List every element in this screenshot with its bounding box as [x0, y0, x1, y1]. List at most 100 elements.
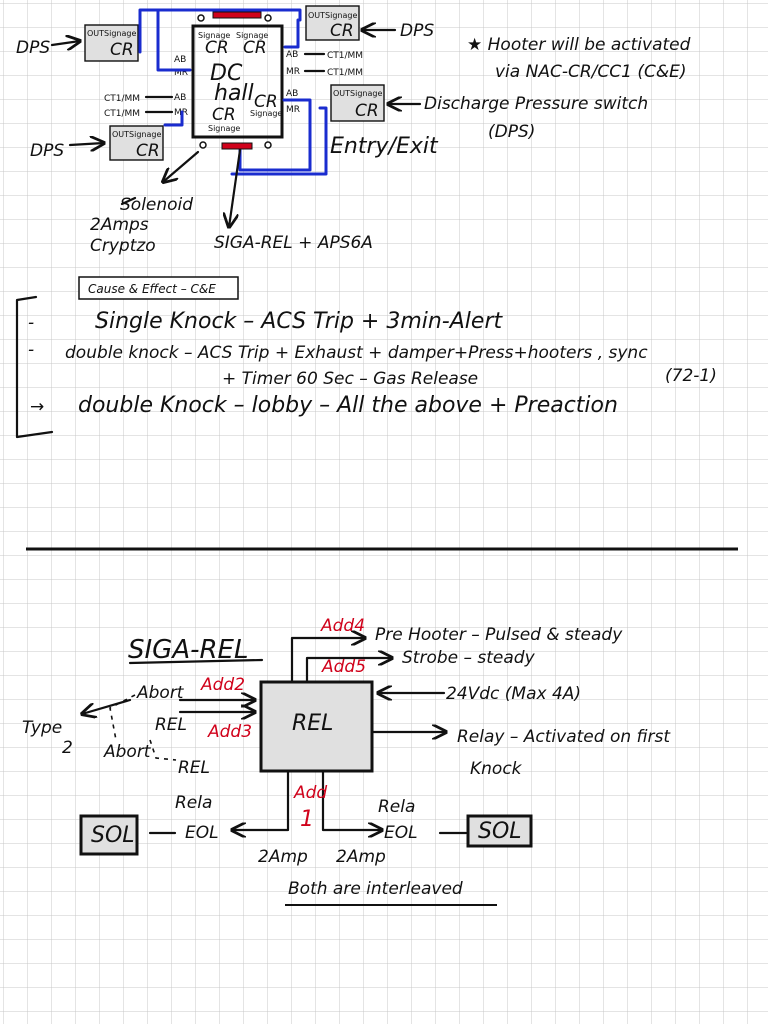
out-signage-label: OUTSignage	[333, 89, 382, 98]
inner-signage-bottom: Signage	[208, 124, 240, 133]
eol-right: EOL	[384, 823, 418, 843]
sol-left-line	[232, 769, 290, 830]
hall-label-dc: DC	[210, 61, 243, 86]
ct1mm-right-top: CT1/MM	[327, 51, 363, 61]
ce-sync-ref: (72-1)	[665, 366, 717, 386]
hall-label-hall: hall	[214, 81, 254, 106]
add1-number: 1	[300, 807, 314, 832]
add2-label: Add2	[200, 675, 245, 695]
ab-left-top: AB	[174, 55, 186, 65]
wire-right-upper	[283, 18, 300, 49]
wire-top	[138, 8, 302, 54]
sol-right-box	[466, 814, 533, 848]
out-signage-cr-top-left	[84, 24, 139, 62]
solenoid-model: Cryptzo	[90, 236, 156, 256]
rel-box	[259, 680, 374, 773]
inner-signage-right: Signage	[236, 31, 268, 40]
pre-hooter-label: Pre Hooter – Pulsed & steady	[375, 625, 623, 645]
mr-right-bottom: MR	[286, 105, 300, 115]
ct1mm-left-top: CT1/MM	[104, 94, 140, 104]
ab-right-top: AB	[286, 50, 298, 60]
out-signage-label: OUTSignage	[87, 29, 136, 38]
inner-cr-left: CR	[205, 38, 229, 58]
mr-left-top: MR	[174, 68, 188, 78]
interleaved-note: Both are interleaved	[288, 879, 463, 899]
wire-left-upper	[156, 8, 192, 72]
out-signage-label: OUTSignage	[308, 11, 357, 20]
abort-label: Abort	[136, 683, 185, 703]
discharge-dps: (DPS)	[488, 122, 535, 142]
ce-item-2: double knock – ACS Trip + Exhaust + damp…	[65, 343, 648, 363]
type-number: 2	[62, 738, 73, 758]
ce-item-2-continued: + Timer 60 Sec – Gas Release	[222, 369, 478, 389]
ct1mm-right-bottom: CT1/MM	[327, 68, 363, 78]
door-top	[212, 11, 262, 19]
pre-hooter-line	[290, 638, 365, 684]
inner-signage-mid: Signage	[250, 109, 282, 118]
type-label: Type	[22, 718, 62, 738]
relay-label-line2: Knock	[470, 759, 523, 779]
add1-label: Add	[293, 783, 327, 803]
rela-right: Rela	[378, 797, 415, 817]
abort-alt-label: Abort	[103, 742, 152, 762]
sol-right-label: SOL	[478, 819, 522, 844]
add5-label: Add5	[321, 657, 366, 677]
ce-item-1: Single Knock – ACS Trip + 3min-Alert	[95, 309, 503, 334]
dps-right-top: DPS	[400, 21, 434, 41]
rela-left: Rela	[175, 793, 212, 813]
inner-cr-mid: CR	[254, 92, 278, 112]
sol-right-line	[321, 769, 382, 830]
mr-right-top: MR	[286, 67, 300, 77]
out-signage-cr: CR	[110, 40, 134, 60]
cause-effect-title-box	[78, 276, 239, 300]
ce-bullet-2: -	[28, 340, 34, 360]
dps-left-top: DPS	[16, 38, 50, 58]
dc-hall-room	[191, 24, 284, 139]
ce-bullet-1: -	[28, 313, 34, 333]
solenoid-rating: 2Amps	[90, 215, 149, 235]
ct1mm-left-bottom: CT1/MM	[104, 109, 140, 119]
inner-signage-left: Signage	[198, 31, 230, 40]
inner-cr-right: CR	[243, 38, 267, 58]
out-signage-cr: CR	[355, 101, 379, 121]
out-signage-cr: CR	[136, 141, 160, 161]
out-signage-label: OUTSignage	[112, 130, 161, 139]
out-signage-cr-top-right	[305, 5, 360, 41]
cause-effect-title: Cause & Effect – C&E	[88, 282, 216, 296]
hooter-note-line2: via NAC-CR/CC1 (C&E)	[495, 62, 686, 82]
solenoid-label: Solenoid	[120, 195, 193, 215]
out-signage-cr-bottom-left	[109, 125, 164, 161]
relay-label-line1: Relay – Activated on first	[457, 727, 671, 747]
rel-box-label: REL	[292, 711, 333, 736]
sol-left-box	[79, 814, 139, 856]
rel-alt-label: REL	[178, 758, 210, 778]
power-label: 24Vdc (Max 4A)	[446, 684, 581, 704]
hooter-note-line1: ★ Hooter will be activated	[467, 35, 691, 55]
strobe-label: Strobe – steady	[402, 648, 536, 668]
door-bottom	[221, 142, 253, 150]
wire-entry	[230, 106, 328, 176]
siga-rel-aps-label: SIGA-REL + APS6A	[214, 233, 373, 253]
entry-exit-label: Entry/Exit	[330, 134, 439, 159]
sol-left-label: SOL	[91, 823, 135, 848]
wire-right-lower	[238, 98, 312, 172]
amp-right: 2Amp	[336, 847, 386, 867]
add3-label: Add3	[207, 722, 252, 742]
add4-label: Add4	[320, 616, 365, 636]
strobe-line	[305, 658, 392, 684]
discharge-pressure-switch: Discharge Pressure switch	[424, 94, 648, 114]
ce-bullet-3: →	[30, 397, 44, 417]
out-signage-cr: CR	[330, 21, 354, 41]
amp-left: 2Amp	[258, 847, 308, 867]
out-signage-cr-right	[330, 84, 385, 122]
ab-left-bottom: AB	[174, 93, 186, 103]
dc-hall-diagram: DC hall Signage Signage CR CR CR Signage…	[16, 5, 691, 256]
eol-left: EOL	[185, 823, 219, 843]
ce-item-3: double Knock – lobby – All the above + P…	[78, 393, 618, 418]
siga-rel-diagram: SIGA-REL REL Add4 Pre Hooter – Pulsed & …	[22, 616, 671, 906]
ab-right-bottom: AB	[286, 89, 298, 99]
rel-input-label: REL	[155, 715, 187, 735]
cause-effect-bracket	[15, 295, 54, 439]
inner-cr-bottom: CR	[212, 105, 236, 125]
dps-left-bottom: DPS	[30, 141, 64, 161]
